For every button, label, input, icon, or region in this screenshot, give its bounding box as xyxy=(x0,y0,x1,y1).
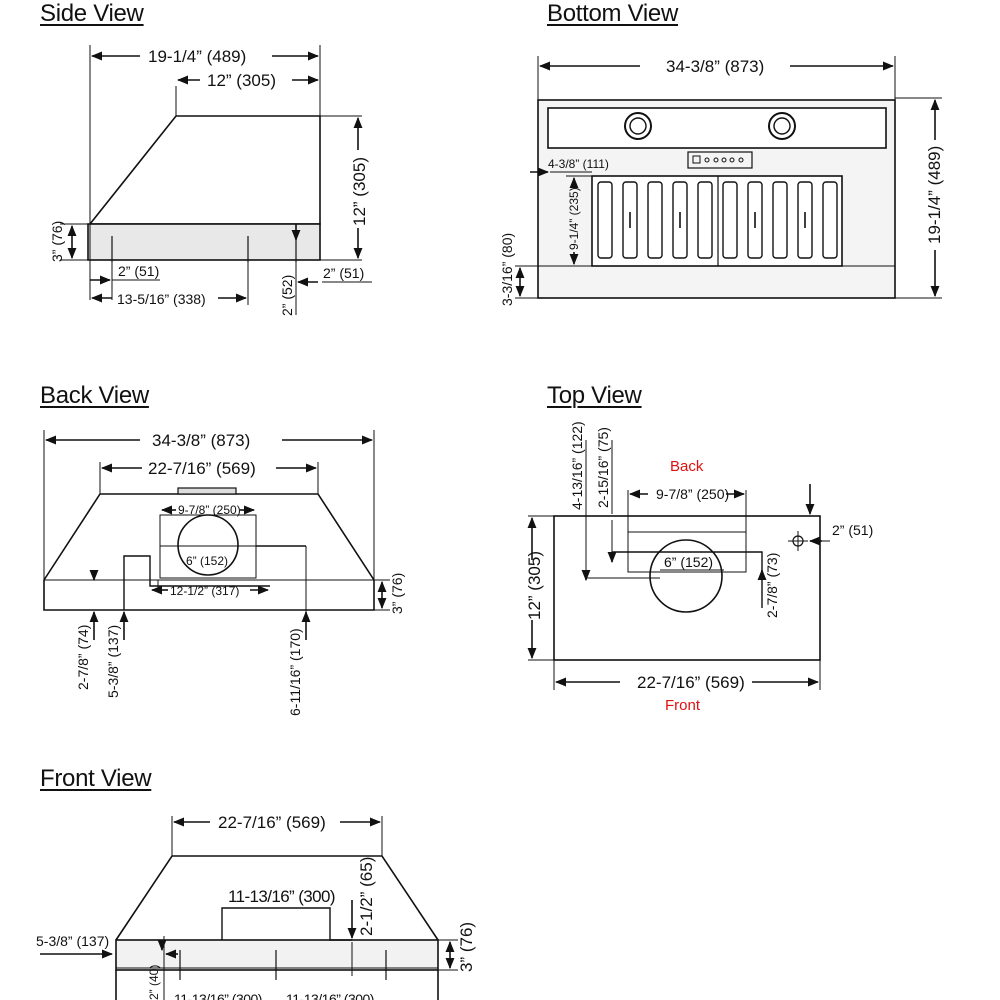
side-offset-right-label: 2” (51) xyxy=(323,265,364,281)
top-d75-label: 2-15/16” (75) xyxy=(595,427,611,508)
front-lip-label: 3” (76) xyxy=(457,922,476,972)
front-low-right-label: 11-13/16” (300) xyxy=(286,991,374,1000)
bottom-width-label: 34-3/8” (873) xyxy=(666,57,764,76)
back-view-labels: 34-3/8” (873) 22-7/16” (569) 9-7/8” (250… xyxy=(75,431,405,716)
back-d1-label: 2-7/8” (74) xyxy=(75,625,91,690)
side-offset-left-label: 2” (51) xyxy=(118,263,159,279)
back-view-title: Back View xyxy=(40,382,149,409)
side-overall-depth-label: 19-1/4” (489) xyxy=(148,47,246,66)
control-panel xyxy=(687,151,753,169)
side-view xyxy=(60,45,372,315)
front-view-labels: 22-7/16” (569) 11-13/16” (300) 2-1/2” (6… xyxy=(36,813,476,1000)
front-d40-label: 2” (40) xyxy=(147,965,161,1000)
bottom-filter-depth-label: 9-1/4” (235) xyxy=(567,187,581,250)
top-back-label: Back xyxy=(670,458,704,475)
front-side-offset-label: 5-3/8” (137) xyxy=(36,933,109,949)
back-duct-width-label: 9-7/8” (250) xyxy=(178,503,241,517)
front-view-title: Front View xyxy=(40,765,152,792)
back-lip-label: 3” (76) xyxy=(389,573,405,614)
top-hood-outline xyxy=(553,515,821,661)
side-bottom-offset-label: 2” (52) xyxy=(279,275,295,316)
front-hood-outline xyxy=(115,855,439,941)
bottom-front-strip-label: 3-3/16” (80) xyxy=(499,233,515,306)
top-side-offset-label: 2” (51) xyxy=(832,522,873,538)
bottom-view xyxy=(515,56,942,299)
back-top-width-label: 22-7/16” (569) xyxy=(148,459,256,478)
filter-frame xyxy=(591,175,843,267)
front-view xyxy=(40,816,458,1000)
side-view-title: Side View xyxy=(40,0,144,27)
front-inner-label: 11-13/16” (300) xyxy=(228,887,335,906)
bottom-blower-panel xyxy=(547,107,887,149)
top-duct-circle xyxy=(649,539,723,613)
back-d3-label: 6-11/16” (170) xyxy=(287,628,303,716)
baffle-filters xyxy=(597,181,838,259)
bottom-view-title: Bottom View xyxy=(547,0,678,27)
filter-handles xyxy=(629,212,806,228)
bottom-view-labels: 34-3/8” (873) 19-1/4” (489) 4-3/8” (111)… xyxy=(499,57,944,306)
side-lip-label: 3” (76) xyxy=(49,221,65,262)
back-duct-offset-label: 12-1/2” (317) xyxy=(170,584,239,598)
side-view-labels: 19-1/4” (489) 12” (305) 12” (305) 3” (76… xyxy=(49,47,369,316)
front-step-label: 2-1/2” (65) xyxy=(357,857,376,936)
top-front-label: Front xyxy=(665,697,701,714)
back-view xyxy=(43,430,390,640)
top-duct-dia-label: 6” (152) xyxy=(664,554,713,570)
side-hood-outline xyxy=(88,115,321,225)
side-hood-lip xyxy=(87,223,321,261)
back-width-label: 34-3/8” (873) xyxy=(152,431,250,450)
side-span-label: 13-5/16” (338) xyxy=(117,291,206,307)
bottom-filter-offset-label: 4-3/8” (111) xyxy=(548,157,609,171)
back-top-collar xyxy=(177,487,237,495)
top-d122-label: 4-13/16” (122) xyxy=(569,421,585,510)
top-depth-label: 12” (305) xyxy=(525,551,544,620)
front-low-left-label: 11-13/16” (300) xyxy=(174,991,262,1000)
back-duct-dia-label: 6” (152) xyxy=(186,554,228,568)
top-view-title: Top View xyxy=(547,382,642,409)
top-duct-width-label: 9-7/8” (250) xyxy=(656,486,729,502)
bottom-depth-label: 19-1/4” (489) xyxy=(925,146,944,244)
top-width-label: 22-7/16” (569) xyxy=(637,673,745,692)
side-height-label: 12” (305) xyxy=(350,157,369,226)
back-d2-label: 5-3/8” (137) xyxy=(105,625,121,698)
side-top-depth-label: 12” (305) xyxy=(207,71,276,90)
front-top-width-label: 22-7/16” (569) xyxy=(218,813,326,832)
top-view xyxy=(527,440,830,690)
blower-right-icon xyxy=(768,112,796,140)
top-d73-label: 2-7/8” (73) xyxy=(764,553,780,618)
blower-left-icon xyxy=(624,112,652,140)
top-view-labels: Back Front 4-13/16” (122) 2-15/16” (75) … xyxy=(525,421,873,714)
